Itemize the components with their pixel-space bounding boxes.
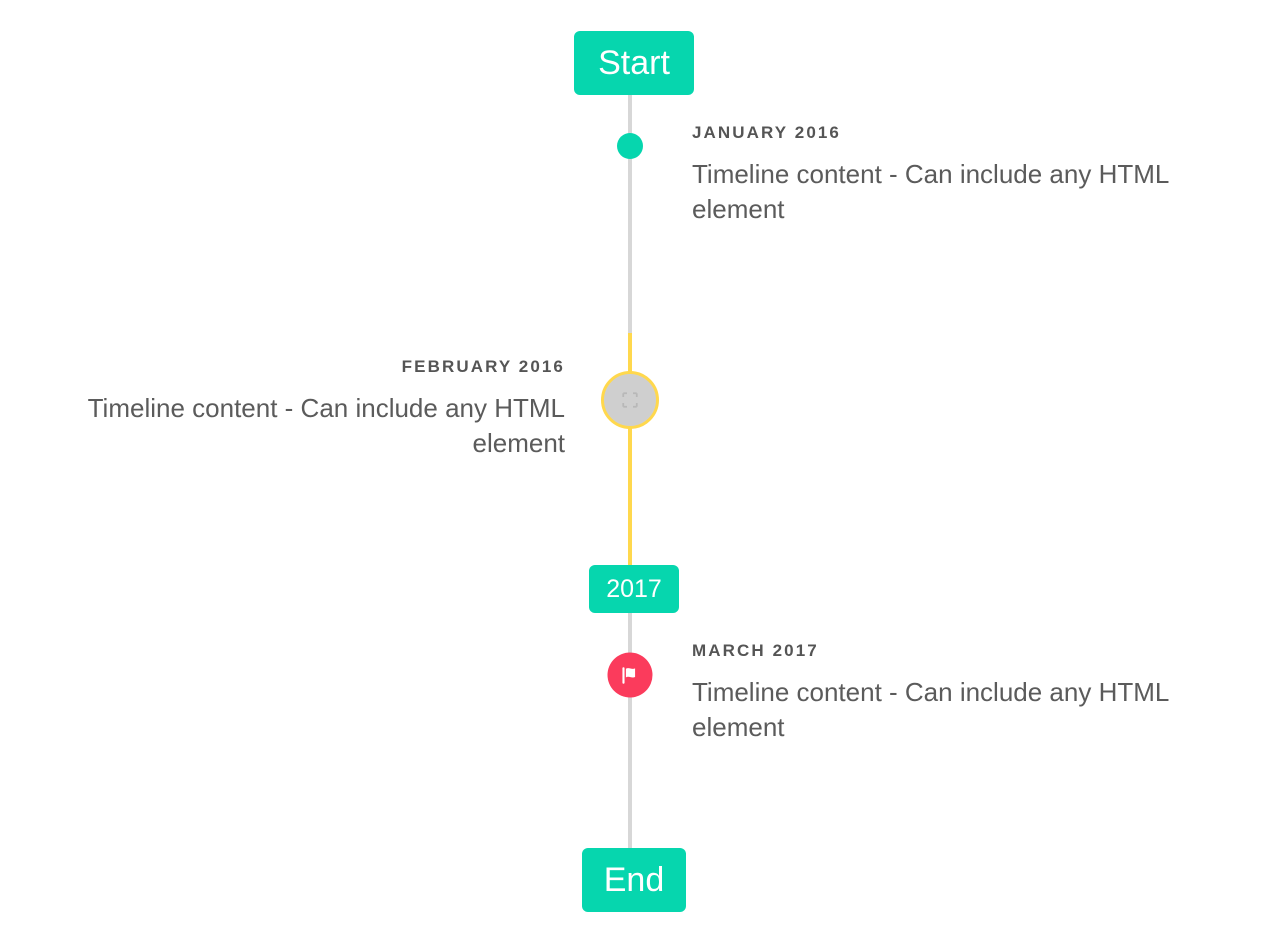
timeline-entry-text: Timeline content - Can include any HTML … [692, 676, 1169, 743]
timeline-entry-date: MARCH 2017 [692, 641, 819, 660]
timeline-entry-text: Timeline content - Can include any HTML … [87, 392, 565, 459]
timeline-start-badge[interactable]: Start [574, 31, 694, 95]
timeline-entry-body: JANUARY 2016 Timeline content - Can incl… [692, 123, 1217, 227]
timeline-entry-body: FEBRUARY 2016 Timeline content - Can inc… [40, 357, 565, 461]
timeline-end-badge[interactable]: End [582, 848, 686, 912]
flag-glyph [621, 666, 635, 684]
timeline-entry-date: JANUARY 2016 [692, 123, 841, 142]
flag-icon[interactable] [607, 652, 653, 698]
broken-image-icon[interactable] [601, 371, 659, 429]
timeline-entry-date: FEBRUARY 2016 [401, 357, 565, 376]
timeline-axis-upper [628, 90, 632, 335]
dot-icon[interactable] [617, 133, 643, 159]
timeline-year-badge[interactable]: 2017 [589, 565, 679, 613]
broken-image-glyph [622, 392, 638, 408]
timeline-entry-body: MARCH 2017 Timeline content - Can includ… [692, 641, 1217, 745]
timeline-axis-lower [628, 610, 632, 854]
timeline-axis-highlighted [628, 333, 632, 571]
timeline-entry-text: Timeline content - Can include any HTML … [692, 158, 1169, 225]
